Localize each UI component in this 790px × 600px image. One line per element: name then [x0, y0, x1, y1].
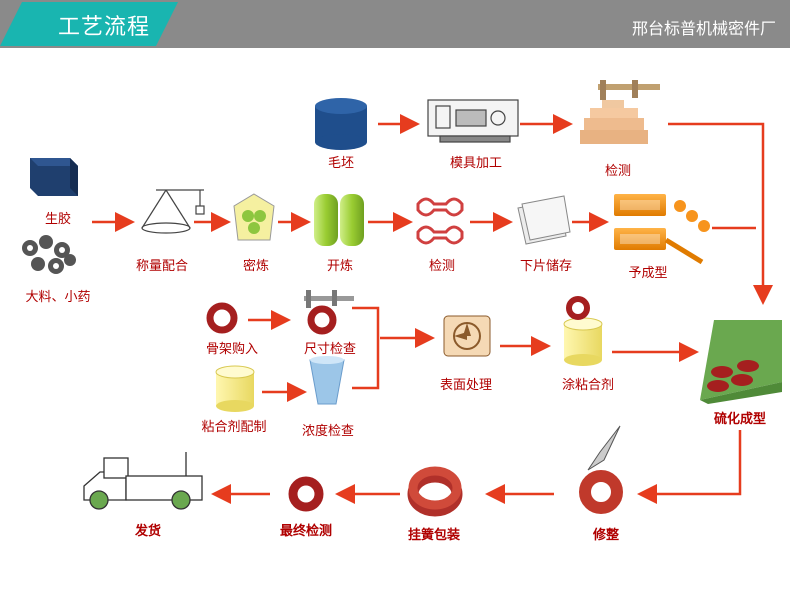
sheet-storage-icon	[517, 195, 571, 245]
vulcanization-press-icon	[700, 320, 782, 404]
company-name: 邢台标普机械密件厂	[631, 19, 776, 38]
arrow-inspection-to-vulcanization	[668, 122, 773, 305]
label-raw-rubber: 生胶	[44, 212, 72, 227]
skeleton-ring-icon	[206, 302, 238, 334]
materials-gears-icon	[22, 235, 76, 274]
label-open-mill: 开炼	[326, 259, 354, 274]
surface-treatment-icon	[443, 315, 491, 357]
label-concentration-check: 浓度检查	[301, 424, 355, 439]
label-surface-treatment: 表面处理	[439, 378, 493, 393]
mixing-icon	[233, 193, 275, 241]
raw-blank-icon	[315, 98, 367, 150]
label-weigh-mix: 称量配合	[135, 259, 189, 274]
label-mixing: 密炼	[242, 259, 270, 274]
preforming-mold-icon	[614, 194, 710, 265]
label-materials: 大料、小药	[25, 290, 91, 305]
size-caliper-icon	[304, 290, 354, 335]
header-tab-shape	[0, 2, 178, 46]
label-adhesive-prep: 粘合剂配制	[201, 420, 267, 435]
mold-machining-icon	[427, 99, 519, 143]
label-shipping: 发货	[134, 524, 162, 539]
label-spring-packing: 挂簧包装	[407, 528, 461, 543]
weigh-scale-icon	[141, 189, 205, 234]
final-inspection-ring-icon	[288, 476, 324, 512]
label-adhesive-coating: 涂粘合剂	[561, 378, 615, 393]
label-vulcanization: 硫化成型	[713, 412, 767, 427]
open-mill-rollers-icon	[314, 194, 364, 246]
spring-packing-ring-icon	[407, 466, 463, 517]
label-final-inspection: 最终检测	[279, 524, 333, 539]
label-raw-blank: 毛坯	[327, 156, 355, 171]
arrow-vulcanization-to-trimming	[637, 430, 742, 504]
label-inspection-mid: 检测	[428, 259, 456, 274]
label-sheeting: 下片储存	[519, 259, 573, 274]
label-trimming: 修整	[592, 528, 620, 543]
arrow-bracket-merge	[352, 306, 380, 390]
label-preforming: 予成型	[628, 266, 668, 281]
inspection-samples-icon	[416, 197, 464, 245]
delivery-truck-icon	[83, 452, 203, 510]
raw-rubber-icon	[30, 158, 78, 196]
inspection-caliper-top-icon	[580, 80, 660, 144]
label-skeleton-purchase: 骨架购入	[205, 342, 259, 357]
label-inspection-top: 检测	[604, 164, 632, 179]
concentration-beaker-icon	[309, 356, 345, 405]
adhesive-can-icon	[215, 365, 255, 412]
page-title: 工艺流程	[58, 15, 151, 40]
label-size-check: 尺寸检查	[303, 342, 357, 357]
trimming-ring-knife-icon	[579, 425, 623, 514]
label-mold-machining: 模具加工	[449, 156, 503, 171]
adhesive-coating-icon	[563, 296, 603, 366]
